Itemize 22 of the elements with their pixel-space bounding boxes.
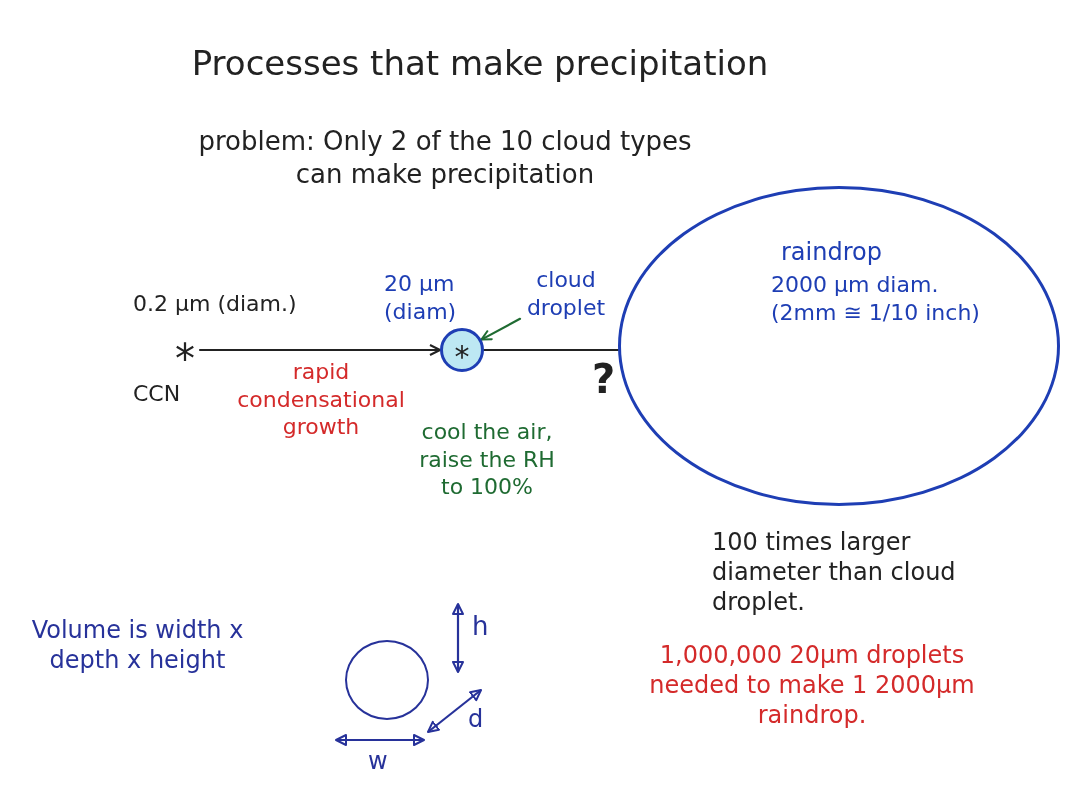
process-note: cool the air, raise the RH to 100% bbox=[418, 418, 556, 501]
droplet-count-note: 1,000,000 20μm droplets needed to make 1 2000μm raindrop. bbox=[648, 640, 976, 730]
callout-text: cloud droplet bbox=[520, 266, 612, 322]
raindrop-circle bbox=[618, 186, 1060, 506]
dimension-label: h bbox=[472, 610, 489, 643]
dimension-label: w bbox=[368, 746, 388, 776]
volume-note: Volume is width x depth x height bbox=[30, 615, 245, 675]
page-title: Processes that make precipitation bbox=[190, 42, 770, 85]
dimension-label: d bbox=[468, 704, 484, 734]
problem-note: problem: Only 2 of the 10 cloud types can make precipitation bbox=[197, 125, 693, 190]
arrow bbox=[198, 344, 442, 356]
size-label: 0.2 μm (diam.) bbox=[133, 290, 297, 318]
connector-line bbox=[482, 348, 620, 352]
asterisk-mark: * bbox=[170, 335, 200, 365]
size-label: 20 μm (diam) bbox=[384, 270, 458, 325]
raindrop-label: raindrop bbox=[781, 237, 882, 267]
arrow bbox=[480, 317, 522, 341]
droplet-circle: * bbox=[440, 328, 484, 372]
comparison-note: 100 times larger diameter than cloud droplet. bbox=[712, 527, 957, 617]
size-label: 2000 μm diam. (2mm ≅ 1/10 inch) bbox=[771, 271, 981, 326]
drop-outline bbox=[345, 640, 429, 720]
particle-label: CCN bbox=[133, 380, 181, 408]
